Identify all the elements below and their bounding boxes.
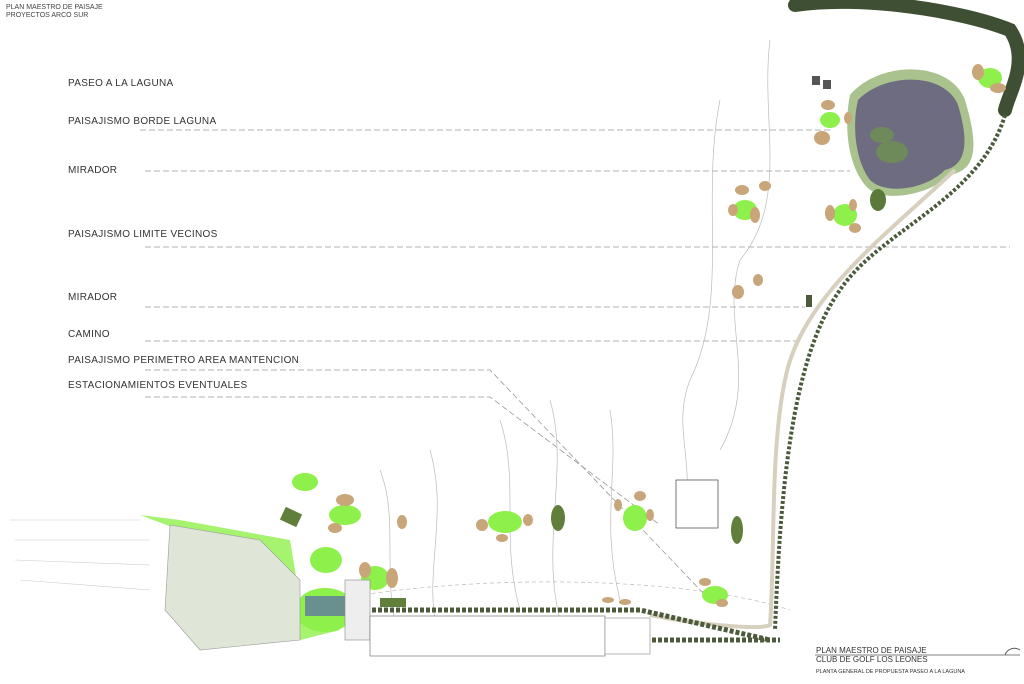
sand-patches <box>328 64 1006 607</box>
label-camino: CAMINO <box>68 329 110 340</box>
camino-path <box>649 168 957 629</box>
label-limite-vecinos: PAISAJISMO LIMITE VECINOS <box>68 229 218 240</box>
lagoon-island <box>876 141 908 163</box>
header-line1: PLAN MAESTRO DE PAISAJE <box>6 4 103 11</box>
north-arrow-icon <box>1004 647 1021 656</box>
label-mirador: MIRADOR <box>68 165 118 176</box>
lagoon-island <box>870 127 894 143</box>
label-paseo-laguna: PASEO A LA LAGUNA <box>68 78 174 89</box>
drawing-header: PLAN MAESTRO DE PAISAJE PROYECTOS ARCO S… <box>6 4 103 20</box>
title-block-title1: PLAN MAESTRO DE PAISAJE <box>816 646 927 655</box>
mirador-patch <box>870 189 886 211</box>
title-block-subtitle: PLANTA GENERAL DE PROPUESTA PASEO A LA L… <box>816 669 965 675</box>
label-perimetro-mantencion: PAISAJISMO PERIMETRO AREA MANTENCION <box>68 355 300 366</box>
clubhouse-area <box>10 76 831 657</box>
header-line2: PROYECTOS ARCO SUR <box>6 12 89 19</box>
label-estacionamientos: ESTACIONAMIENTOS EVENTUALES <box>68 380 248 391</box>
lagoon-water <box>855 79 965 189</box>
title-block-title2: CLUB DE GOLF LOS LEONES <box>816 655 928 664</box>
label-mirador-2: MIRADOR <box>68 292 118 303</box>
label-borde-laguna: PAISAJISMO BORDE LAGUNA <box>68 116 217 127</box>
dark-lawns <box>279 295 812 607</box>
